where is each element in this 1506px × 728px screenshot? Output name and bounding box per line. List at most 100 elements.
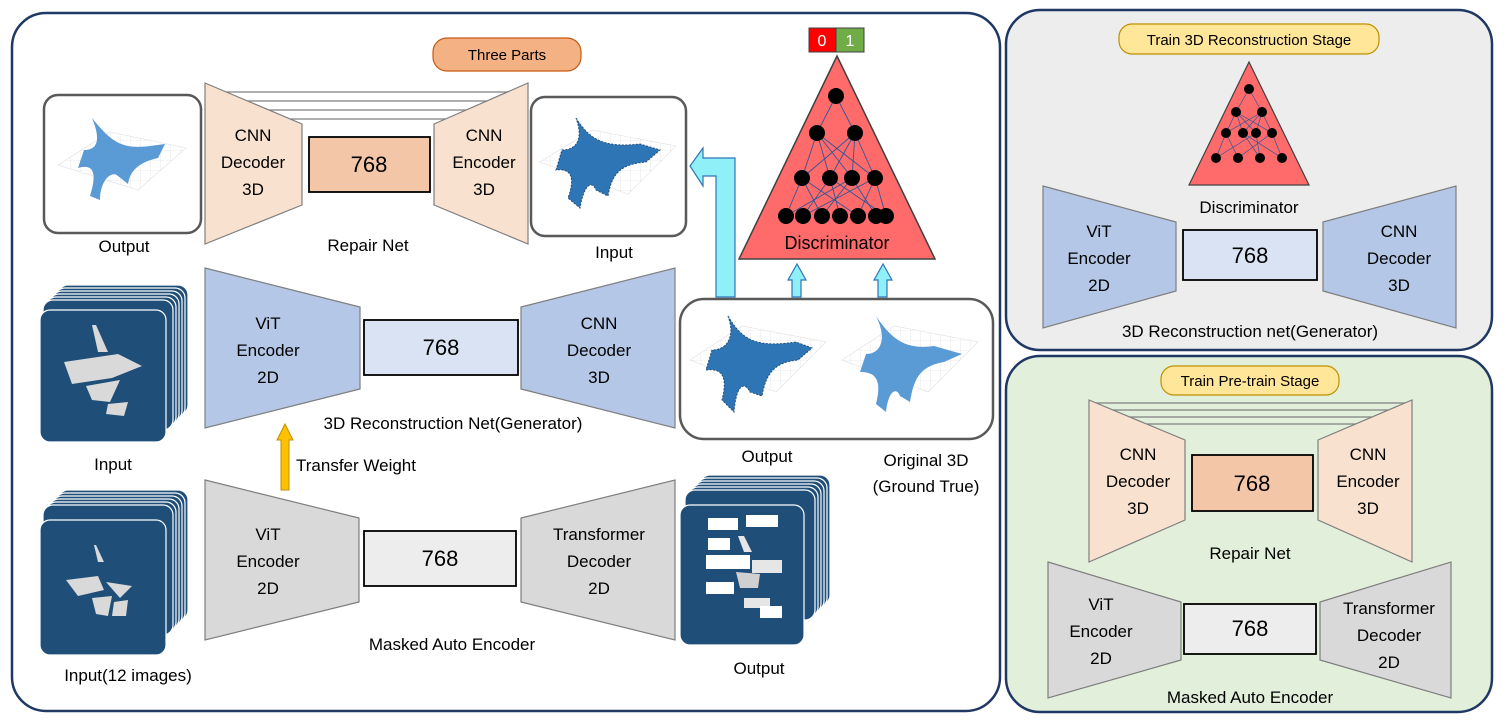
output-to-repair-arrow xyxy=(689,146,736,298)
aircraft-point-cloud-icon xyxy=(689,315,827,414)
repair-skip-lines xyxy=(210,91,528,120)
svg-text:Encoder: Encoder xyxy=(236,552,300,571)
mae-output-image-stack xyxy=(679,474,831,646)
generator-input-label: Input xyxy=(94,455,132,474)
svg-text:0: 0 xyxy=(818,33,827,50)
mae-vit-encoder-block: ViT Encoder 2D xyxy=(204,479,360,641)
repair-output-label: Output xyxy=(98,237,149,256)
generator-output-label: Output xyxy=(741,447,792,466)
masked-aircraft-image-icon xyxy=(64,325,142,416)
mae-transformer-decoder-block: Transformer Decoder 2D xyxy=(520,479,676,641)
ground-truth-to-discriminator-arrow xyxy=(872,262,894,298)
stage-recon-vit-encoder-block: ViT Encoder 2D xyxy=(1042,185,1177,329)
stage-pretrain-cnn-encoder-block: CNN Encoder 3D xyxy=(1317,399,1413,563)
stage-pretrain-title: Train Pre-train Stage xyxy=(1160,365,1340,396)
svg-text:Decoder: Decoder xyxy=(221,153,286,172)
masked-aircraft-image-icon xyxy=(66,545,132,616)
generator-cnn-decoder-block: CNN Decoder 3D xyxy=(520,267,676,429)
stage-pretrain-repair-latent-768: 768 xyxy=(1191,454,1314,512)
svg-text:Decoder: Decoder xyxy=(567,341,632,360)
ground-truth-label-line1: Original 3D xyxy=(883,451,968,470)
svg-text:768: 768 xyxy=(422,546,459,571)
svg-text:3D: 3D xyxy=(1127,499,1149,518)
svg-text:Transformer: Transformer xyxy=(553,525,645,544)
svg-text:Decoder: Decoder xyxy=(1106,472,1171,491)
stage-recon-caption: 3D Reconstruction net(Generator) xyxy=(1122,322,1378,341)
repair-output-image xyxy=(42,93,203,235)
svg-text:Encoder: Encoder xyxy=(236,341,300,360)
svg-text:768: 768 xyxy=(351,152,388,177)
mae-input-label: Input(12 images) xyxy=(64,666,192,685)
svg-text:Decoder: Decoder xyxy=(567,552,632,571)
output-to-discriminator-arrow xyxy=(786,262,808,298)
svg-text:Transformer: Transformer xyxy=(1343,599,1435,618)
class-output-badge: 0 1 xyxy=(808,27,865,53)
transfer-weight-arrow xyxy=(276,422,294,491)
repair-cnn-decoder-block: CNN Decoder 3D xyxy=(204,82,303,245)
svg-text:3D: 3D xyxy=(1357,499,1379,518)
generator-vit-encoder-block: ViT Encoder 2D xyxy=(204,267,361,429)
generator-caption: 3D Reconstruction Net(Generator) xyxy=(324,414,583,433)
svg-text:CNN: CNN xyxy=(1350,445,1387,464)
svg-text:768: 768 xyxy=(1232,243,1269,268)
svg-text:3D: 3D xyxy=(242,180,264,199)
svg-text:ViT: ViT xyxy=(1088,595,1113,614)
svg-text:Three Parts: Three Parts xyxy=(468,47,546,64)
stage-recon-cnn-decoder-block: CNN Decoder 3D xyxy=(1322,185,1457,329)
ground-truth-label-line2: (Ground True) xyxy=(873,477,980,496)
svg-text:768: 768 xyxy=(1232,616,1269,641)
svg-text:2D: 2D xyxy=(588,579,610,598)
repair-cnn-encoder-block: CNN Encoder 3D xyxy=(433,82,529,245)
stage-pretrain-transformer-decoder-block: Transformer Decoder 2D xyxy=(1319,561,1452,699)
svg-text:3D: 3D xyxy=(473,180,495,199)
mae-latent-768: 768 xyxy=(363,530,517,587)
svg-text:Encoder: Encoder xyxy=(1067,249,1131,268)
svg-text:Encoder: Encoder xyxy=(452,153,516,172)
stage-pretrain-cnn-decoder-block: CNN Decoder 3D xyxy=(1088,399,1186,563)
svg-text:Encoder: Encoder xyxy=(1336,472,1400,491)
discriminator-triangle: Discriminator xyxy=(737,54,937,260)
mae-output-label: Output xyxy=(733,659,784,678)
repair-latent-768: 768 xyxy=(308,136,431,193)
svg-text:2D: 2D xyxy=(257,368,279,387)
mae-input-image-stack xyxy=(39,489,189,656)
svg-text:3D: 3D xyxy=(588,368,610,387)
svg-text:2D: 2D xyxy=(1378,653,1400,672)
svg-text:Train 3D Reconstruction Stage: Train 3D Reconstruction Stage xyxy=(1147,32,1352,49)
aircraft-point-cloud-icon xyxy=(539,117,677,209)
stage-recon-latent-768: 768 xyxy=(1182,229,1318,281)
svg-text:ViT: ViT xyxy=(255,525,280,544)
three-parts-title: Three Parts xyxy=(432,37,582,72)
stage-recon-discriminator-label: Discriminator xyxy=(1199,198,1299,217)
svg-text:768: 768 xyxy=(1234,471,1271,496)
svg-text:Encoder: Encoder xyxy=(1069,622,1133,641)
svg-text:CNN: CNN xyxy=(581,314,618,333)
stage-pretrain-skip-lines xyxy=(1090,402,1410,425)
svg-text:ViT: ViT xyxy=(255,314,280,333)
masked-aircraft-image-icon xyxy=(706,515,782,618)
repair-net-caption: Repair Net xyxy=(327,236,409,255)
svg-text:2D: 2D xyxy=(257,579,279,598)
svg-text:2D: 2D xyxy=(1090,649,1112,668)
stage-recon-title: Train 3D Reconstruction Stage xyxy=(1118,23,1380,55)
svg-text:Decoder: Decoder xyxy=(1357,626,1422,645)
svg-text:CNN: CNN xyxy=(466,126,503,145)
generator-output-box xyxy=(678,297,995,441)
generator-input-image-stack xyxy=(39,284,189,443)
stage-pretrain-mae-latent-768: 768 xyxy=(1183,603,1317,655)
stage-pretrain-mae-caption: Masked Auto Encoder xyxy=(1167,688,1334,707)
svg-text:CNN: CNN xyxy=(1381,222,1418,241)
svg-text:ViT: ViT xyxy=(1086,222,1111,241)
transfer-weight-label: Transfer Weight xyxy=(296,456,416,475)
svg-text:CNN: CNN xyxy=(235,126,272,145)
stage-pretrain-repair-caption: Repair Net xyxy=(1209,544,1291,563)
mae-caption: Masked Auto Encoder xyxy=(369,635,536,654)
svg-text:2D: 2D xyxy=(1088,276,1110,295)
svg-text:Discriminator: Discriminator xyxy=(784,233,889,253)
aircraft-surface-icon xyxy=(57,118,187,200)
repair-input-image xyxy=(529,95,688,238)
svg-text:1: 1 xyxy=(846,33,855,50)
repair-input-label: Input xyxy=(595,243,633,262)
stage-pretrain-vit-encoder-block: ViT Encoder 2D xyxy=(1047,561,1182,699)
